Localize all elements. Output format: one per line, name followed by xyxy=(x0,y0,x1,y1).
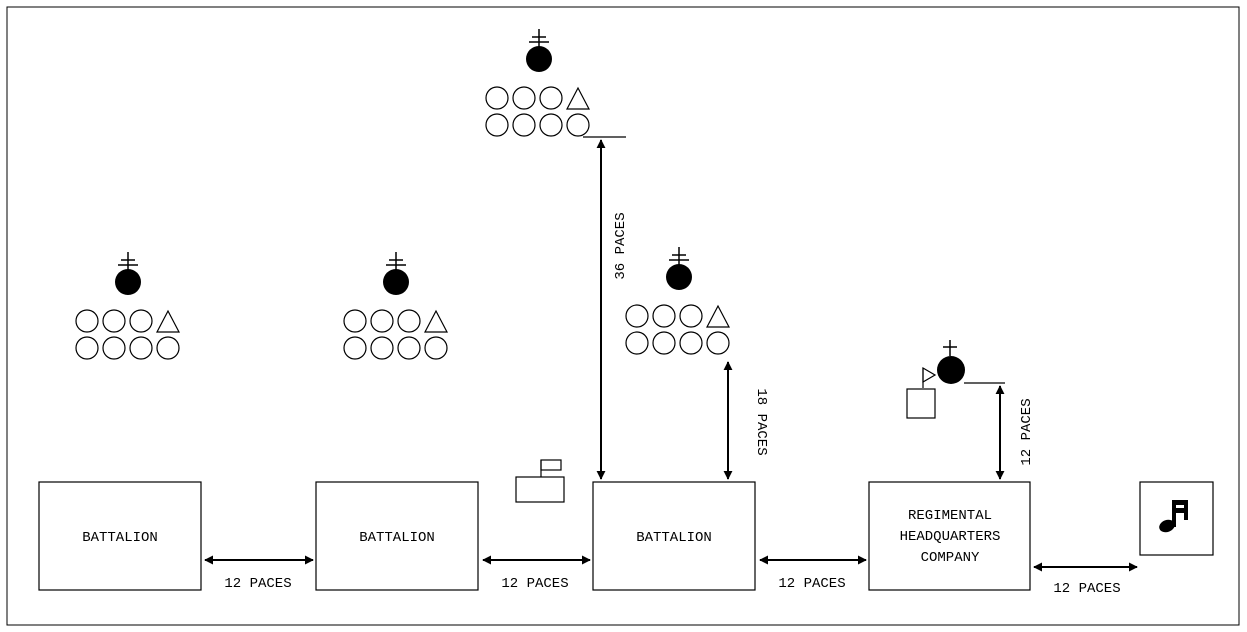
dimension-label: 12 PACES xyxy=(224,576,291,592)
band-box xyxy=(1139,481,1214,556)
battalion-label: BATTALION xyxy=(636,530,712,546)
commander-icon xyxy=(114,251,142,296)
hq-label-line-1: REGIMENTAL xyxy=(908,508,992,524)
dimension-label: 12 PACES xyxy=(501,576,568,592)
officer-group xyxy=(343,309,448,360)
regimental-hq-box: REGIMENTAL HEADQUARTERS COMPANY xyxy=(868,481,1031,591)
dimension-gap-2: 12 PACES xyxy=(482,555,591,592)
dimension-label: 18 PACES xyxy=(753,388,769,455)
dimension-gap-4: 12 PACES xyxy=(1033,562,1138,597)
command-group-top xyxy=(485,28,590,137)
commander-icon xyxy=(382,251,410,296)
dimension-label: 12 PACES xyxy=(1019,398,1035,465)
dimension-label: 12 PACES xyxy=(1053,581,1120,597)
diagram-frame xyxy=(6,6,1240,626)
music-note-icon xyxy=(1159,500,1188,533)
hq-command-group xyxy=(906,340,1005,419)
dimension-gap-1: 12 PACES xyxy=(204,555,314,592)
dimension-mid-vertical: 18 PACES xyxy=(723,361,769,480)
battalion-label: BATTALION xyxy=(82,530,158,546)
dimension-gap-3: 12 PACES xyxy=(759,555,867,592)
battalion-box-middle: BATTALION xyxy=(315,481,479,591)
commander-icon xyxy=(525,28,553,73)
officer-group xyxy=(625,304,730,355)
battalion-box-center: BATTALION xyxy=(592,481,756,591)
commander-icon xyxy=(937,340,965,384)
command-group-middle xyxy=(343,251,448,360)
officer-group xyxy=(485,86,590,137)
hq-label-line-2: HEADQUARTERS xyxy=(900,529,1001,545)
command-group-left xyxy=(75,251,180,360)
battalion-box-left: BATTALION xyxy=(38,481,202,591)
dimension-label: 36 PACES xyxy=(613,212,629,279)
battalion-label: BATTALION xyxy=(359,530,435,546)
commander-icon xyxy=(665,246,693,291)
officer-group xyxy=(75,309,180,360)
dimension-top-vertical: 36 PACES xyxy=(583,136,629,480)
dimension-label: 12 PACES xyxy=(778,576,845,592)
flag-bearer-icon xyxy=(906,366,937,419)
hq-label-line-3: COMPANY xyxy=(921,550,980,566)
flag-icon xyxy=(515,459,565,503)
command-group-center xyxy=(625,246,730,355)
dimension-hq-vertical: 12 PACES xyxy=(995,385,1035,480)
